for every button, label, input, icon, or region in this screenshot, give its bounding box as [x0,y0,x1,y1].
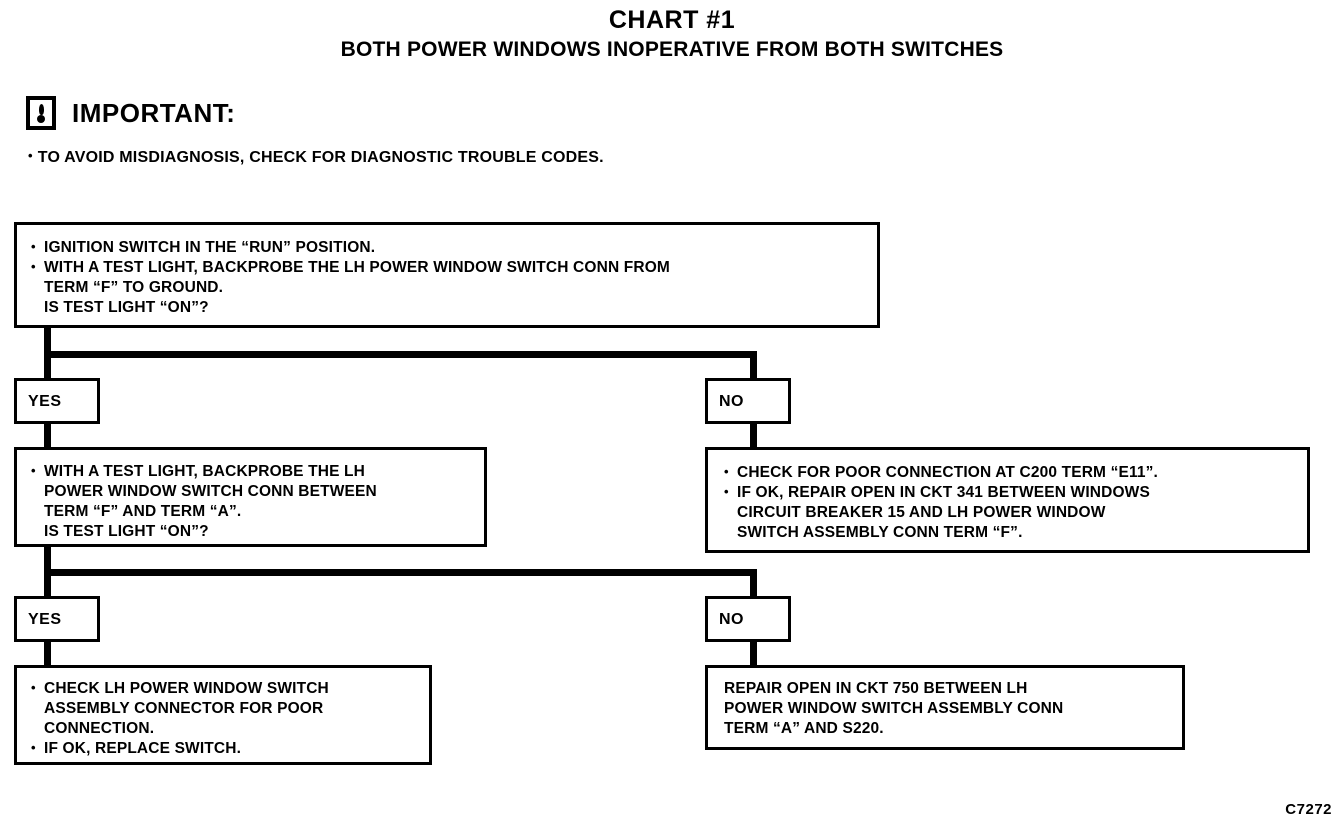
page-subtitle: BOTH POWER WINDOWS INOPERATIVE FROM BOTH… [340,38,1004,61]
step1-box: IGNITION SWITCH IN THE “RUN” POSITION. W… [14,222,880,328]
step2-yes-line4: IS TEST LIGHT “ON”? [44,523,209,540]
step2-no-line3: CIRCUIT BREAKER 15 AND LH POWER WINDOW [737,504,1106,521]
figure-code: C7272 [1285,801,1332,818]
step3-no-line3: TERM “A” AND S220. [724,720,884,737]
step3-yes-list: CHECK LH POWER WINDOW SWITCH ASSEMBLY CO… [31,678,429,759]
important-note: • TO AVOID MISDIAGNOSIS, CHECK FOR DIAGNO… [28,148,604,167]
step3-yes-line2: ASSEMBLY CONNECTOR FOR POOR [44,700,324,717]
branch2-no-label: NO [719,611,744,628]
connector-branch2-yes-down [44,569,51,598]
branch1-no-label: NO [719,393,744,410]
connector-branch1-yes-down [44,351,51,380]
step2-no-line1: CHECK FOR POOR CONNECTION AT C200 TERM “… [737,464,1158,481]
exclamation-stroke [38,104,44,115]
step3-no-line1: REPAIR OPEN IN CKT 750 BETWEEN LH [724,680,1028,697]
step3-no-list: REPAIR OPEN IN CKT 750 BETWEEN LH POWER … [724,679,1182,739]
important-label: IMPORTANT: [72,97,236,128]
list-item: IF OK, REPAIR OPEN IN CKT 341 BETWEEN WI… [724,482,1307,543]
connector-branch2-no-down [750,569,757,598]
step2-yes-line2: POWER WINDOW SWITCH CONN BETWEEN [44,483,377,500]
step2-yes-box: WITH A TEST LIGHT, BACKPROBE THE LH POWE… [14,447,487,547]
list-item: IGNITION SWITCH IN THE “RUN” POSITION. [31,237,877,258]
connector-step2-down [44,547,51,576]
connector-branch1-no-down [750,351,757,380]
bullet-glyph: • [28,148,33,163]
step3-no-line2: POWER WINDOW SWITCH ASSEMBLY CONN [724,700,1064,717]
step2-no-line4: SWITCH ASSEMBLY CONN TERM “F”. [737,524,1023,541]
connector-yes1-to-step2 [44,422,51,449]
connector-branch1-bar [44,351,757,358]
connector-no1-to-step2 [750,422,757,449]
important-note-text: TO AVOID MISDIAGNOSIS, CHECK FOR DIAGNOS… [37,149,604,166]
branch2-yes-label: YES [28,611,62,628]
list-item: IF OK, REPLACE SWITCH. [31,738,429,759]
branch1-yes-label: YES [28,393,62,410]
list-item: CHECK LH POWER WINDOW SWITCH ASSEMBLY CO… [31,678,429,739]
list-item: CHECK FOR POOR CONNECTION AT C200 TERM “… [724,462,1307,483]
important-notice: IMPORTANT: [26,96,235,130]
step3-yes-box: CHECK LH POWER WINDOW SWITCH ASSEMBLY CO… [14,665,432,765]
branch2-yes-box[interactable]: YES [14,596,100,642]
branch1-no-box[interactable]: NO [705,378,791,424]
connector-step1-down [44,327,51,358]
step3-yes-line3: CONNECTION. [44,720,155,737]
branch2-no-box[interactable]: NO [705,596,791,642]
page-title: CHART #1 [608,6,736,34]
step3-yes-line4: IF OK, REPLACE SWITCH. [44,740,242,757]
step1-list: IGNITION SWITCH IN THE “RUN” POSITION. W… [31,237,877,318]
branch1-yes-box[interactable]: YES [14,378,100,424]
step1-line2: WITH A TEST LIGHT, BACKPROBE THE LH POWE… [44,259,670,276]
list-item: WITH A TEST LIGHT, BACKPROBE THE LH POWE… [31,257,877,318]
exclamation-dot [37,115,45,123]
step3-yes-line1: CHECK LH POWER WINDOW SWITCH [44,680,329,697]
step2-no-list: CHECK FOR POOR CONNECTION AT C200 TERM “… [724,462,1307,543]
step1-line1: IGNITION SWITCH IN THE “RUN” POSITION. [44,239,376,256]
step2-yes-line3: TERM “F” AND TERM “A”. [44,503,242,520]
connector-no2-to-step3 [750,640,757,667]
step3-no-box: REPAIR OPEN IN CKT 750 BETWEEN LH POWER … [705,665,1185,750]
list-item: WITH A TEST LIGHT, BACKPROBE THE LH POWE… [31,461,484,542]
step2-yes-list: WITH A TEST LIGHT, BACKPROBE THE LH POWE… [31,461,484,542]
step1-line4: IS TEST LIGHT “ON”? [44,299,209,316]
exclamation-box-icon [26,96,56,130]
step2-no-box: CHECK FOR POOR CONNECTION AT C200 TERM “… [705,447,1310,553]
step1-line3: TERM “F” TO GROUND. [44,279,224,296]
connector-yes2-to-step3 [44,640,51,667]
step2-yes-line1: WITH A TEST LIGHT, BACKPROBE THE LH [44,463,365,480]
connector-branch2-bar [44,569,757,576]
step2-no-line2: IF OK, REPAIR OPEN IN CKT 341 BETWEEN WI… [737,484,1150,501]
